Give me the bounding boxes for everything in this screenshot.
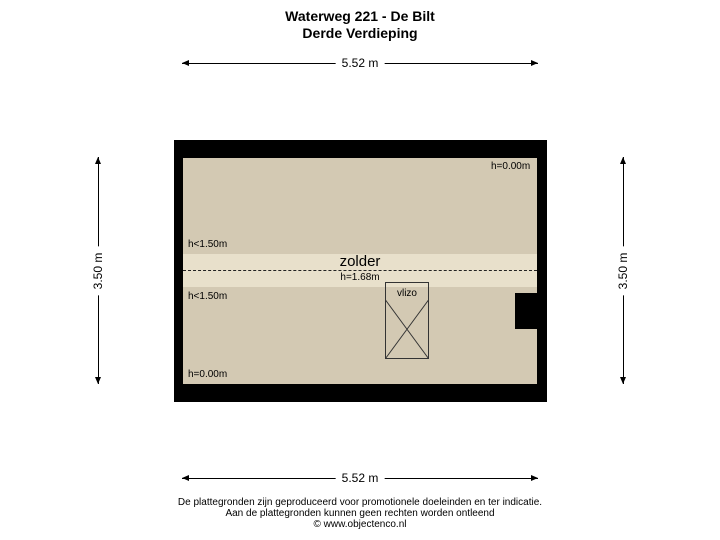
height-label-top-right: h=0.00m <box>491 161 531 172</box>
arrow-up-icon <box>620 157 626 164</box>
hatch-frame <box>385 282 429 359</box>
page-subtitle: Derde Verdieping <box>302 25 418 41</box>
room-name: zolder <box>339 253 381 270</box>
arrow-left-icon <box>182 475 189 481</box>
hatch-cross-line <box>385 299 429 359</box>
roof-hatch: vlizo <box>385 282 429 359</box>
dimension-bottom-label: 5.52 m <box>335 470 385 486</box>
height-label-bottom-left: h=0.00m <box>188 369 228 380</box>
height-label-upper-left: h<1.50m <box>188 239 228 250</box>
footer-disclaimer-2: Aan de plattegronden kunnen geen rechten… <box>225 508 495 519</box>
room-ridge-height: h=1.68m <box>340 272 380 283</box>
arrow-right-icon <box>531 475 538 481</box>
dimension-top: 5.52 m <box>182 55 538 71</box>
hatch-label: vlizo <box>397 288 417 299</box>
height-label-lower-left: h<1.50m <box>188 291 228 302</box>
dimension-left: 3.50 m <box>91 157 105 384</box>
arrow-right-icon <box>531 60 538 66</box>
dimension-bottom: 5.52 m <box>182 470 538 486</box>
arrow-down-icon <box>620 377 626 384</box>
chimney-block <box>515 293 537 329</box>
footer-disclaimer-1: De plattegronden zijn geproduceerd voor … <box>177 497 543 508</box>
ridge-line <box>183 270 537 271</box>
dimension-top-label: 5.52 m <box>335 55 385 71</box>
arrow-up-icon <box>95 157 101 164</box>
footer-copyright: © www.objectenco.nl <box>313 519 407 530</box>
arrow-down-icon <box>95 377 101 384</box>
arrow-left-icon <box>182 60 189 66</box>
page-title: Waterweg 221 - De Bilt <box>285 8 435 24</box>
dimension-left-label: 3.50 m <box>91 246 105 295</box>
dimension-right-label: 3.50 m <box>616 246 630 295</box>
dimension-right: 3.50 m <box>616 157 630 384</box>
